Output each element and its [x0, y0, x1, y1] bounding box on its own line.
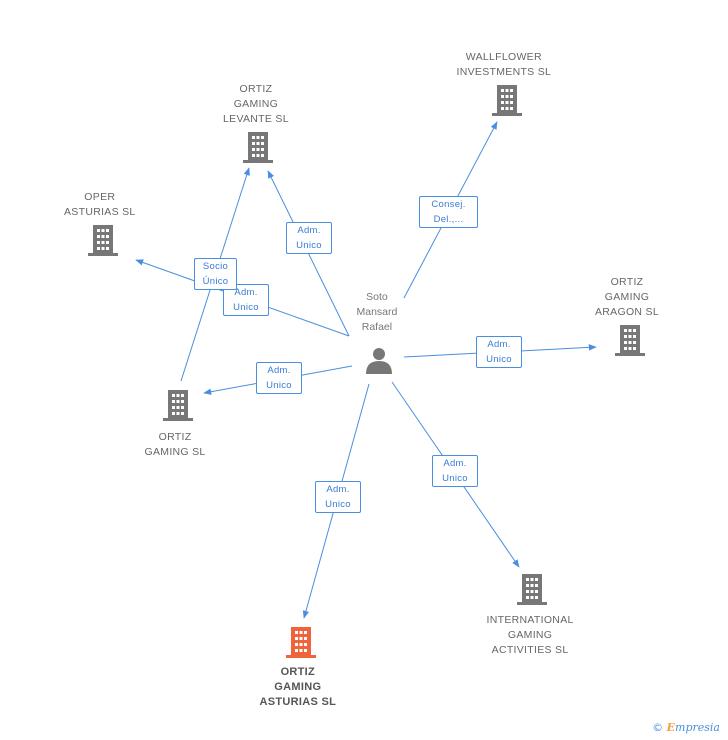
relation-label-oper-asturias[interactable]: Adm. Unico: [223, 284, 269, 316]
relation-label-ortiz-gaming-levante[interactable]: Adm. Unico: [286, 222, 332, 254]
company-name-line: OPER: [84, 191, 116, 203]
brand-initial: E: [666, 721, 676, 734]
relation-text-line: Único: [202, 276, 229, 287]
building-icon-international-gaming[interactable]: [517, 574, 547, 605]
relation-label-international-gaming[interactable]: Adm. Unico: [432, 455, 478, 487]
person-name-line: Soto: [366, 291, 388, 303]
relation-text-line: Socio: [202, 261, 229, 272]
relation-text-line: Adm.: [234, 287, 258, 298]
relation-label-ortiz-gaming-asturias[interactable]: Adm. Unico: [315, 481, 361, 513]
relation-text-line: Adm.: [267, 365, 291, 376]
company-name-line: ORTIZ: [280, 666, 316, 678]
building-icon-oper-asturias[interactable]: [88, 225, 118, 256]
relation-text-line: Unico: [442, 473, 468, 484]
relation-text-line: Adm.: [487, 339, 511, 350]
company-name-line: INVESTMENTS SL: [456, 66, 552, 78]
company-label-ortiz-gaming-asturias[interactable]: ORTIZ GAMING ASTURIAS SL: [260, 665, 337, 710]
relation-text-line: Unico: [486, 354, 512, 365]
building-icon-ortiz-gaming-asturias[interactable]: [286, 627, 316, 658]
relation-text-line: Adm.: [297, 225, 321, 236]
company-name-line: ORTIZ: [239, 83, 273, 95]
person-icon[interactable]: [366, 348, 392, 374]
company-label-ortiz-gaming-aragon[interactable]: ORTIZ GAMING ARAGON SL: [595, 275, 659, 320]
company-name-line: ACTIVITIES SL: [491, 644, 569, 656]
company-name-line: GAMING: [604, 291, 650, 303]
relation-text-line: Unico: [325, 499, 351, 510]
company-name-line: ASTURIAS SL: [259, 696, 337, 708]
company-name-line: ASTURIAS SL: [64, 206, 136, 218]
relation-label-ortiz-gaming-aragon[interactable]: Adm. Unico: [476, 336, 522, 368]
building-icon-ortiz-gaming[interactable]: [163, 390, 193, 421]
relation-text-line: Consej.: [431, 199, 466, 210]
brand-name: mpresia: [675, 721, 720, 734]
person-name-line: Mansard: [356, 306, 398, 318]
company-name-line: LEVANTE SL: [223, 113, 289, 125]
company-name-line: WALLFLOWER: [465, 51, 542, 63]
company-label-ortiz-gaming-levante[interactable]: ORTIZ GAMING LEVANTE SL: [223, 82, 289, 127]
company-label-oper-asturias[interactable]: OPER ASTURIAS SL: [64, 190, 136, 220]
company-name-line: GAMING SL: [144, 446, 206, 458]
relation-text-line: Unico: [296, 240, 322, 251]
building-icon-ortiz-gaming-aragon[interactable]: [615, 325, 645, 356]
company-label-ortiz-gaming[interactable]: ORTIZ GAMING SL: [145, 430, 206, 460]
company-name-line: ORTIZ: [158, 431, 192, 443]
relation-text-line: Unico: [233, 302, 259, 313]
relation-label-wallflower[interactable]: Consej. Del.,...: [419, 196, 478, 228]
building-icon-ortiz-gaming-levante[interactable]: [243, 132, 273, 163]
relation-text-line: Adm.: [443, 458, 467, 469]
footer-brand: © Empresia: [652, 721, 720, 734]
copyright-symbol: ©: [652, 721, 664, 734]
company-name-line: ARAGON SL: [595, 306, 659, 318]
company-name-line: ORTIZ: [610, 276, 644, 288]
relation-label-ortiz-gaming[interactable]: Adm. Unico: [256, 362, 302, 394]
relation-text-line: Unico: [266, 380, 292, 391]
company-name-line: INTERNATIONAL: [486, 614, 574, 626]
building-icon-wallflower[interactable]: [492, 85, 522, 116]
relation-text-line: Adm.: [326, 484, 350, 495]
person-name-line: Rafael: [361, 321, 393, 333]
relation-text-line: Del.,...: [433, 214, 464, 225]
company-name-line: GAMING: [233, 98, 279, 110]
company-name-line: GAMING: [507, 629, 553, 641]
company-label-wallflower[interactable]: WALLFLOWER INVESTMENTS SL: [457, 50, 552, 80]
company-label-international-gaming[interactable]: INTERNATIONAL GAMING ACTIVITIES SL: [487, 613, 574, 658]
company-name-line: GAMING: [274, 681, 322, 693]
